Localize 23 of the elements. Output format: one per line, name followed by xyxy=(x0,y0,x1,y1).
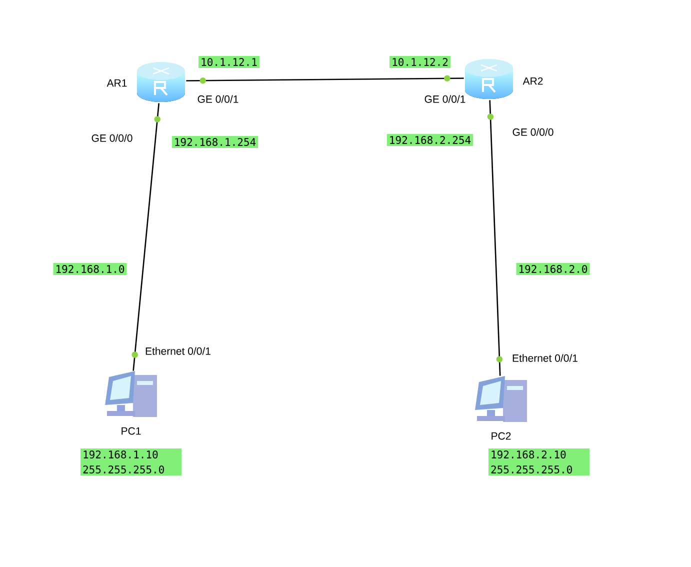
router-icon xyxy=(137,62,185,102)
device-name: AR1 xyxy=(106,79,127,87)
link-line xyxy=(186,75,464,84)
address-label: 192.168.2.10 255.255.255.0 xyxy=(488,448,590,476)
computer-icon xyxy=(105,371,157,417)
address-label: 192.168.2.254 xyxy=(386,134,474,146)
address-label: 10.1.12.2 xyxy=(390,56,450,68)
port-label: GE 0/0/1 xyxy=(424,95,466,103)
address-label: 192.168.1.254 xyxy=(172,136,258,148)
router-icon xyxy=(465,59,513,99)
address-label: 192.168.2.0 xyxy=(516,263,590,275)
link-line xyxy=(487,100,503,376)
device-name: PC1 xyxy=(122,427,141,435)
port-label: GE 0/0/1 xyxy=(198,95,238,103)
device-name: PC2 xyxy=(492,432,511,440)
address-label: 192.168.1.10 255.255.255.0 xyxy=(80,448,182,476)
computer-icon xyxy=(475,376,527,422)
address-label: 10.1.12.1 xyxy=(198,56,260,68)
address-label: 192.168.1.0 xyxy=(53,263,127,275)
port-label: GE 0/0/0 xyxy=(512,128,554,136)
device-name: AR2 xyxy=(522,77,543,85)
link-line xyxy=(132,103,160,371)
port-label: GE 0/0/0 xyxy=(92,134,132,142)
